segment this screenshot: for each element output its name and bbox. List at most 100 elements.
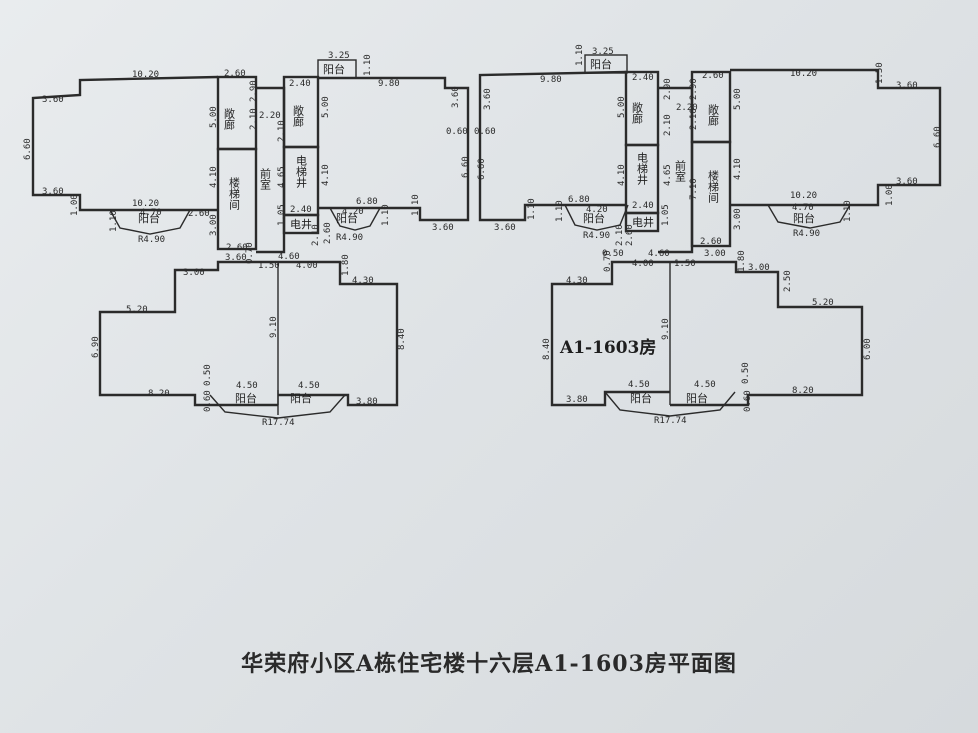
radius-label: R4.90 [138,235,165,245]
dim-label: 1.10 [109,210,119,232]
page-title: 华荣府小区A栋住宅楼十六层A1-1603房平面图 [241,651,737,677]
dim-label: 2.40 [632,73,654,83]
room-label-stair: 楼梯间 [228,176,241,211]
dim-label: 2.40 [289,79,311,89]
right-stair-block [690,140,732,248]
dim-label: 9.80 [540,75,562,85]
dim-label: 5.20 [812,298,834,308]
dim-label: 0.70 [245,242,255,264]
dim-label: 10.20 [790,69,817,79]
dim-label: 3.60 [896,177,918,187]
dim-label: 8.40 [397,328,407,350]
room-label-balcony: 阳台 [138,211,160,225]
dim-label: 2.50 [783,270,793,292]
dim-label: 6.90 [91,336,101,358]
dim-label: 6.80 [356,197,378,207]
room-label-elevator: 电梯井 [636,152,649,186]
room-label-balcony: 阳台 [793,211,815,225]
left-upper-unit-outline [31,75,219,212]
radius-label: R17.74 [262,418,295,428]
room-label-balcony: 阳台 [336,211,358,225]
room-label-lobby: 前室 [259,167,272,190]
dim-label: 2.10 [249,108,259,130]
dim-label: 3.60 [494,223,516,233]
dim-label: 0.60 [203,390,213,412]
dim-label: 3.60 [42,187,64,197]
left-center-balcony-wall [329,207,381,231]
dim-label: 2.10 [689,108,699,130]
dim-label: 2.10 [311,224,321,246]
room-label-balcony: 阳台 [686,391,708,405]
dim-label: 2.60 [226,243,248,253]
dim-label: 4.70 [792,203,814,213]
dim-label: 4.10 [209,166,219,188]
right-upper-unit-outline [730,68,942,207]
dim-label: 3.00 [183,268,205,278]
dim-label: 5.00 [733,88,743,110]
dim-label: 3.25 [328,51,350,61]
dim-label: 8.20 [792,386,814,396]
dim-label: 4.20 [586,205,608,215]
dim-label: 2.20 [259,111,281,121]
left-balcony-wall [109,209,191,235]
room-label-stair: 楼梯间 [707,169,720,204]
dim-label: 2.10 [615,224,625,246]
room-label-balcony: 阳台 [290,391,312,405]
dim-label: 6.00 [863,338,873,360]
dim-label: 2.20 [676,103,698,113]
room-label-balcony: 阳台 [583,211,605,225]
dim-label: 0.60 [743,390,753,412]
dim-label: 2.10 [277,120,287,142]
radius-label: R17.74 [654,416,687,426]
right-lower-balcony-arc [604,391,736,417]
dim-label: 4.70 [140,208,162,218]
dim-label: 4.00 [632,259,654,269]
dim-label: 1.80 [737,250,747,272]
dim-label: 1.00 [885,184,895,206]
dim-label: 6.80 [568,195,590,205]
dim-label: 1.10 [411,194,421,216]
room-label-corridor: 敞廊 [631,101,644,125]
dim-label: 6.60 [477,158,487,180]
room-label-balcony: 阳台 [630,391,652,405]
right-balcony-wall [767,204,851,229]
dim-label: 4.65 [277,166,287,188]
left-lower-unit2-outline [278,260,399,407]
dim-label: 3.60 [483,88,493,110]
dim-label: 4.10 [733,158,743,180]
left-lower-balcony-arc [209,394,346,419]
room-label-elec-shaft: 电井 [632,215,654,229]
dim-label: 1.10 [527,198,537,220]
dim-label: 4.30 [352,276,374,286]
dim-label: 2.60 [702,71,724,81]
dim-label: 2.90 [689,78,699,100]
dim-label: 0.70 [603,250,613,272]
dim-label: 10.20 [790,191,817,201]
right-lower-unit-outline [550,260,670,407]
right-top-balcony [584,54,628,74]
room-label-elevator: 电梯井 [295,155,308,189]
dim-label: 1.00 [70,194,80,216]
dim-label: 3.25 [592,47,614,57]
room-label-elec-shaft: 电井 [290,217,312,231]
dim-label: 1.10 [555,200,565,222]
dim-label: 3.60 [42,95,64,105]
dim-label: 2.60 [323,222,333,244]
dim-label: 7.10 [689,178,699,200]
dim-label: 1.05 [277,204,287,226]
radius-label: R4.90 [793,229,820,239]
dim-label: 3.60 [896,81,918,91]
dim-label: 2.10 [663,114,673,136]
dim-label: 4.50 [628,380,650,390]
dim-label: 2.40 [290,205,312,215]
dim-label: 1.50 [258,261,280,271]
dim-label: 3.00 [704,249,726,259]
dim-label: 1.10 [381,204,391,226]
unit-label: A1-1603房 [559,337,656,358]
dim-label: 4.10 [617,164,627,186]
left-elec-shaft-block [282,213,320,235]
room-label-corridor: 敞廊 [223,107,236,131]
dim-label: 4.50 [694,380,716,390]
dim-label: 9.10 [661,318,671,340]
